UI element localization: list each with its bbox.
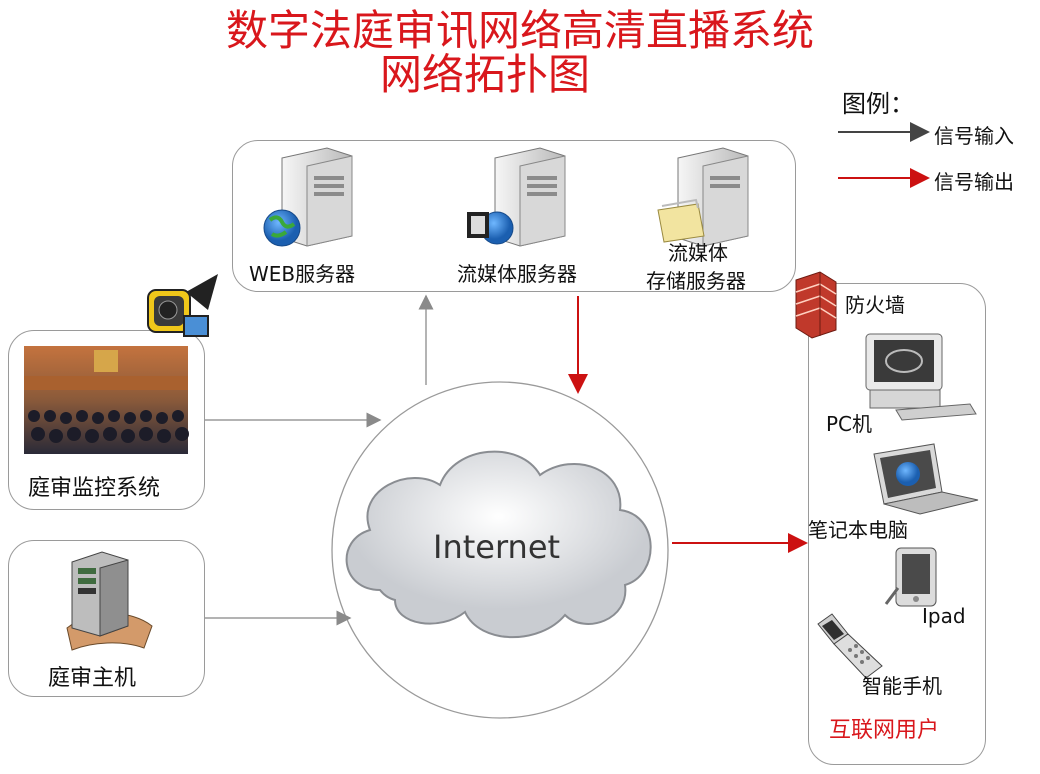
ipad-label: Ipad [922, 604, 966, 628]
firewall-icon [795, 271, 837, 339]
monitor-system-label: 庭审监控系统 [28, 476, 161, 501]
phone-label: 智能手机 [862, 674, 942, 698]
firewall-label: 防火墙 [845, 293, 905, 317]
internet-label: Internet [433, 528, 561, 566]
ipad-icon [884, 547, 937, 607]
internet-users-label: 互联网用户 [829, 718, 940, 743]
pc-label: PC机 [826, 412, 873, 436]
legend-input-label: 信号输入 [934, 124, 1014, 148]
storage-server-label-line2: 存储服务器 [646, 269, 746, 293]
legend-title: 图例： [842, 90, 914, 118]
web-server-label: WEB服务器 [249, 262, 356, 286]
camcorder-icon [147, 274, 218, 337]
pc-icon [865, 333, 977, 421]
storage-server-label-line1: 流媒体 [668, 241, 728, 265]
laptop-icon [873, 443, 979, 515]
storage-server-icon [657, 147, 749, 247]
diagram-title-line2: 网络拓扑图 [379, 50, 590, 99]
laptop-label: 笔记本电脑 [808, 518, 908, 542]
web-server-icon [263, 147, 353, 247]
streaming-server-icon [467, 147, 566, 247]
courtroom-photo [24, 346, 189, 454]
phone-icon [817, 613, 883, 679]
diagram-title-line1: 数字法庭审讯网络高清直播系统 [225, 6, 814, 55]
legend-output-label: 信号输出 [934, 170, 1014, 194]
court-host-label: 庭审主机 [48, 666, 137, 691]
host-computer-icon [66, 551, 153, 651]
internet-cloud-icon [345, 450, 652, 639]
streaming-server-label: 流媒体服务器 [457, 262, 577, 286]
